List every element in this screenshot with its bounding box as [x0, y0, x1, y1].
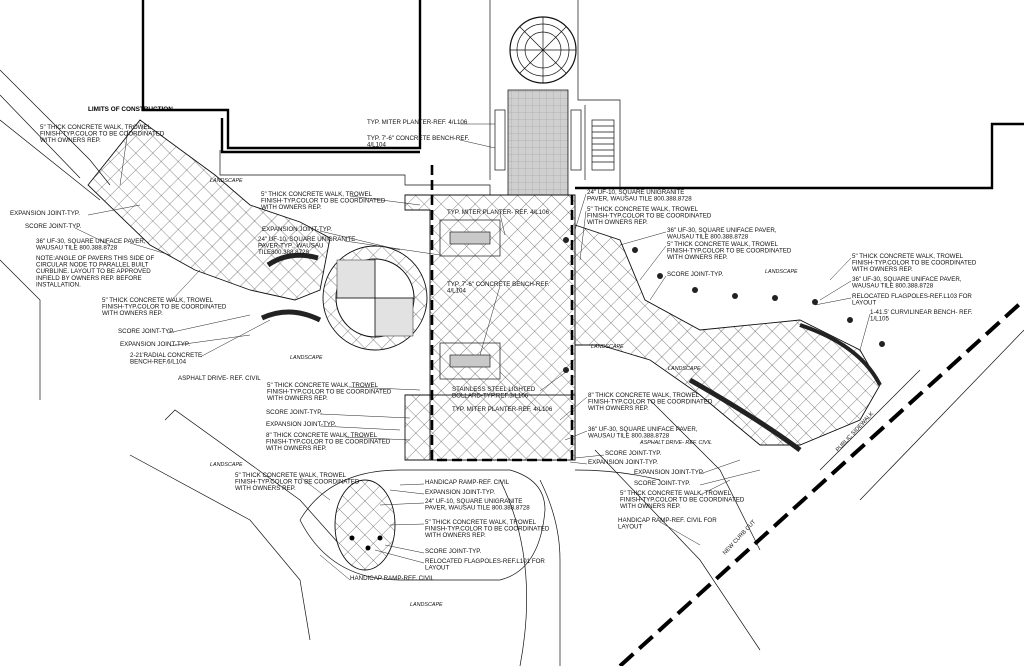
- label-score-se: SCORE JOINT-TYP.: [634, 480, 691, 487]
- label-expansion-s: EXPANSION JOINT-TYP.: [588, 459, 658, 466]
- label-uniface-e: 36" UF-30, SQUARE UNIFACE PAVER,WAUSAU T…: [852, 276, 962, 290]
- nw-paver-walk: [87, 119, 331, 301]
- label-expansion-se: EXPANSION JOINT-TYP.: [634, 469, 704, 476]
- label-miter-c2: TYP. MITER PLANTER-REF. 4/L106: [452, 406, 553, 413]
- label-score-w: SCORE JOINT-TYP.: [118, 328, 175, 335]
- label-landscape-3: LANDSCAPE: [591, 344, 624, 350]
- label-uniface-ne: 36" UF-30, SQUARE UNIFACE PAVER,WAUSAU T…: [667, 227, 777, 241]
- planter-right-top: [570, 109, 582, 171]
- label-asphalt-w: ASPHALT DRIVE- REF. CIVIL: [178, 375, 261, 382]
- label-expansion-sw: EXPANSION JOINT-TYP.: [425, 489, 495, 496]
- bollards: [563, 237, 885, 373]
- streets: [0, 119, 1024, 666]
- south-paver-block: [429, 394, 576, 461]
- label-landscape-7: LANDSCAPE: [410, 602, 443, 608]
- label-score-nw: SCORE JOINT-TYP.: [25, 223, 82, 230]
- label-miter-c: TYP. MITER PLANTER- REF. 4/L106: [447, 209, 550, 216]
- label-bench-top: TYP. 7'-6" CONCRETE BENCH-REF.4/L104: [367, 135, 470, 149]
- label-ramp-s: HANDICAP RAMP-REF. CIVIL: [425, 479, 510, 486]
- curvilinear-bench-east: [799, 323, 882, 386]
- label-expansion-c: EXPANSION JOINT-TYP.: [262, 226, 332, 233]
- label-miter-top: TYP. MITER PLANTER-REF. 4/L106: [367, 119, 468, 126]
- label-score-c2: SCORE JOINT-TYP.: [266, 409, 323, 416]
- label-limits: LIMITS OF CONSTRUCTION: [88, 106, 173, 113]
- label-landscape-2: LANDSCAPE: [290, 355, 323, 361]
- miter-planter-south: [439, 342, 501, 380]
- label-uniface-nw: 36" UF-30, SQUARE UNIFACE PAVER,WAUSAU T…: [36, 238, 146, 252]
- radial-bench-west: [260, 309, 322, 323]
- circular-node: [322, 245, 428, 351]
- label-uniface-s: 36" UF-30, SQUARE UNIFACE PAVER,WAUSAU T…: [588, 426, 698, 440]
- radial-bench-nw: [266, 252, 319, 268]
- label-bench-c: TYP. 7'-6" CONCRETE BENCH-REF.4/L104: [447, 281, 550, 295]
- label-expansion-c2: EXPANSION JOINT-TYP.: [266, 421, 336, 428]
- label-landscape-1: LANDSCAPE: [210, 178, 243, 184]
- curvilinear-bench: [688, 377, 802, 453]
- label-ramp-sw: HANDICAP RAMP-REF. CIVIL: [350, 575, 435, 582]
- label-landscape-4: LANDSCAPE: [668, 366, 701, 372]
- label-expansion-w: EXPANSION JOINT-TYP.: [120, 341, 190, 348]
- central-bench-south: [449, 354, 491, 368]
- east-paver-walk: [574, 224, 881, 446]
- central-bench-north: [449, 231, 491, 245]
- limits-dashed-line: [430, 165, 574, 462]
- label-landscape-5: LANDSCAPE: [765, 269, 798, 275]
- label-score-s: SCORE JOINT-TYP.: [605, 450, 662, 457]
- label-asphalt-e: ASPHALT DRIVE- REF. CIVIL: [639, 440, 712, 446]
- planter-left-top: [494, 109, 506, 171]
- building-outline: [141, 0, 1024, 196]
- rotunda: [509, 16, 577, 84]
- label-score-sw: SCORE JOINT-TYP.: [425, 548, 482, 555]
- label-expansion-nw: EXPANSION JOINT-TYP.: [10, 210, 80, 217]
- annotation-labels: LIMITS OF CONSTRUCTION 5" THICK CONCRETE…: [10, 106, 977, 608]
- label-curv-bench: 1-41.5' CURVILINEAR BENCH- REF.1/L105: [870, 309, 973, 323]
- label-new-curb-cut: NEW CURB CUT: [722, 519, 757, 556]
- sw-node: [299, 469, 546, 581]
- curb-line: [618, 298, 1024, 666]
- miter-planter-north: [439, 219, 501, 257]
- leader-lines: [74, 123, 871, 581]
- stair: [591, 119, 615, 171]
- label-score-ne: SCORE JOINT-TYP.: [667, 271, 724, 278]
- label-landscape-6: LANDSCAPE: [210, 462, 243, 468]
